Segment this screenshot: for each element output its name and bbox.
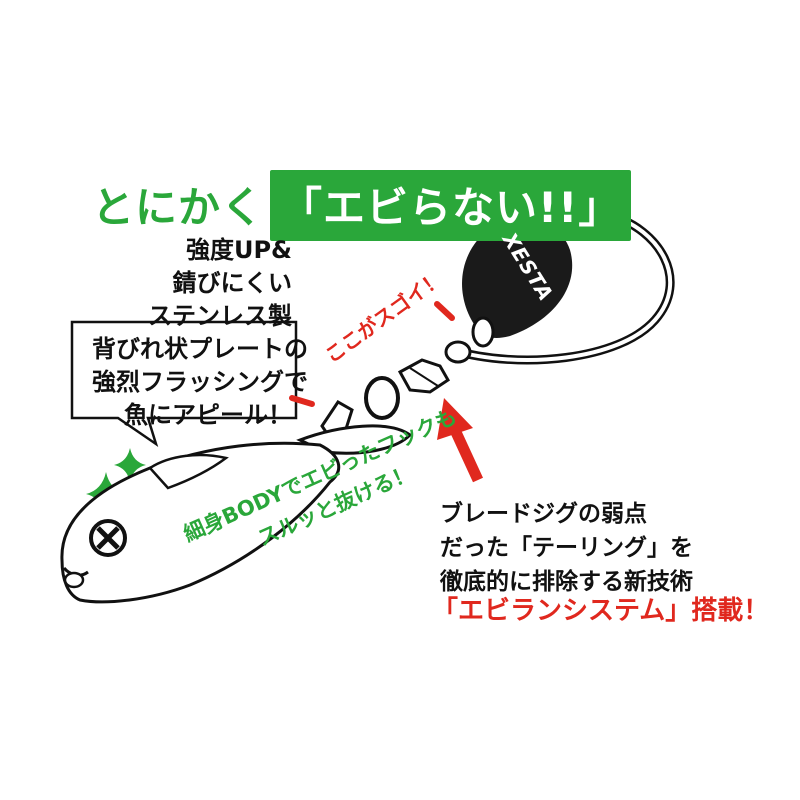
split-ring-icon xyxy=(364,376,400,420)
system-suffix: 搭載！ xyxy=(691,596,770,626)
headline-prefix: とにかく xyxy=(92,183,265,232)
dorsal-plate-icon xyxy=(296,424,413,455)
bubble-line: 強烈フラッシングで xyxy=(92,368,308,396)
speech-bubble-text: 強度UP& 錆びにくい ステンレス製 背びれ状プレートの 強烈フラッシングで 魚… xyxy=(92,234,308,432)
blade-icon xyxy=(462,217,573,338)
accent-mark xyxy=(289,395,315,407)
bubble-line: 魚にアピール！ xyxy=(124,401,292,429)
headline-boxed: 「エビらない!!」 xyxy=(270,170,632,241)
feature-line: 徹底的に排除する新技術 xyxy=(440,569,693,595)
fish-body-icon xyxy=(60,441,341,604)
bubble-line: 背びれ状プレートの xyxy=(92,335,308,363)
bubble-line: 錆びにくい xyxy=(172,269,292,297)
arrow-icon xyxy=(437,398,483,483)
headline: とにかく「エビらない!!」 xyxy=(92,170,632,241)
fish-fin-icon xyxy=(148,453,229,490)
sparkle-icon xyxy=(114,448,146,482)
speech-bubble xyxy=(70,320,298,448)
feature-line: だった「テーリング」を xyxy=(440,535,693,561)
accent-mark xyxy=(434,301,455,321)
swivel-icon xyxy=(397,340,472,394)
system-callout: 「エビランシステム」搭載！ xyxy=(432,590,769,627)
bubble-line: ステンレス製 xyxy=(148,302,292,330)
system-name: 「エビランシステム」 xyxy=(432,596,692,626)
feature-description: ブレードジグの弱点 だった「テーリング」を 徹底的に排除する新技術 xyxy=(440,497,693,599)
bubble-line: 強度UP& xyxy=(185,236,292,264)
ring-icon xyxy=(471,316,495,348)
feature-line: ブレードジグの弱点 xyxy=(440,501,647,527)
